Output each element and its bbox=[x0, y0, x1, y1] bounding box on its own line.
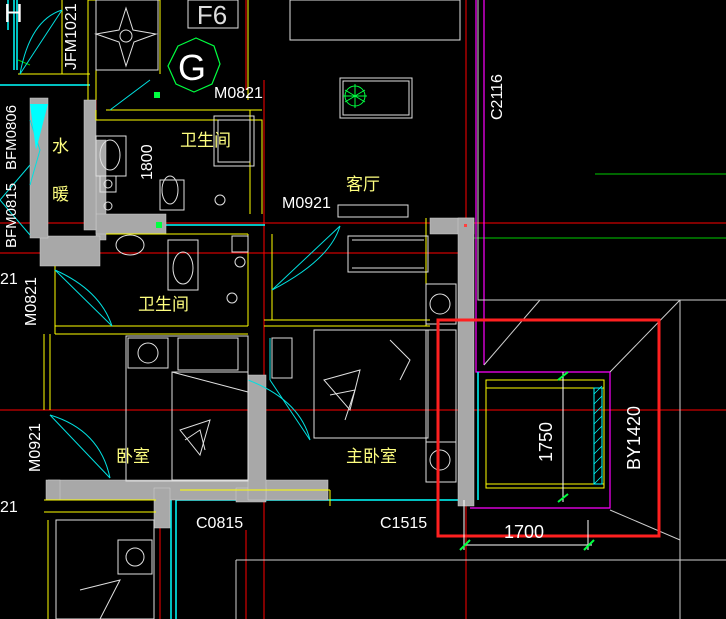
section-marker-icon bbox=[30, 104, 48, 150]
room-label-heating: 暖 bbox=[52, 185, 69, 205]
room-labels: 卫生间 卫生间 客厅 卧室 主卧室 水 暖 bbox=[52, 131, 397, 467]
door-swings bbox=[0, 9, 341, 479]
structural-walls bbox=[29, 97, 475, 529]
window-code-c1515: C1515 bbox=[380, 515, 427, 532]
room-label-bath-lower: 卫生间 bbox=[138, 295, 189, 315]
edge-label-21b: 21 bbox=[0, 499, 18, 516]
north-arrow-icon bbox=[94, 6, 158, 68]
g-grid-label: G bbox=[178, 47, 206, 88]
g-grid-bubble: G bbox=[167, 37, 221, 93]
edge-label-h: H bbox=[4, 0, 23, 28]
door-code-jfm1021: JFM1021 bbox=[63, 3, 80, 70]
green-guide-lines bbox=[17, 59, 726, 239]
room-label-master-bedroom: 主卧室 bbox=[346, 447, 397, 467]
dimension-1800: 1800 bbox=[139, 144, 156, 180]
room-label-living: 客厅 bbox=[346, 175, 380, 195]
window-code-by1420: BY1420 bbox=[624, 406, 644, 470]
f6-label: F6 bbox=[197, 0, 227, 30]
door-code-m0821-top: M0821 bbox=[214, 85, 263, 102]
door-code-m0821-left: M0821 bbox=[23, 277, 40, 326]
door-code-bfm0806: BFM0806 bbox=[3, 105, 20, 170]
room-label-bath-upper: 卫生间 bbox=[180, 131, 231, 151]
small-markers bbox=[154, 92, 467, 228]
code-labels: M0821 M0921 C0815 C1515 1700 21 21 H JFM… bbox=[0, 0, 644, 542]
edge-label-21: 21 bbox=[0, 271, 18, 288]
room-label-water: 水 bbox=[52, 137, 69, 157]
plant-icon bbox=[343, 84, 367, 108]
f6-box: F6 bbox=[187, 0, 239, 30]
door-code-m0921-left: M0921 bbox=[27, 423, 44, 472]
gray-outlines bbox=[235, 0, 726, 619]
dimension-1700: 1700 bbox=[504, 522, 544, 542]
room-label-bedroom: 卧室 bbox=[116, 447, 150, 467]
door-code-m0921-living: M0921 bbox=[282, 195, 331, 212]
highlight-box bbox=[436, 318, 661, 538]
dimension-1750: 1750 bbox=[536, 422, 556, 462]
furniture bbox=[55, 0, 461, 619]
bathroom-fixtures bbox=[95, 0, 255, 304]
window-code-c0815: C0815 bbox=[196, 515, 243, 532]
door-code-bfm0815: BFM0815 bbox=[3, 183, 20, 248]
balcony-detail bbox=[459, 371, 603, 551]
magenta-lines bbox=[470, 0, 611, 509]
window-code-c2116: C2116 bbox=[489, 74, 506, 120]
